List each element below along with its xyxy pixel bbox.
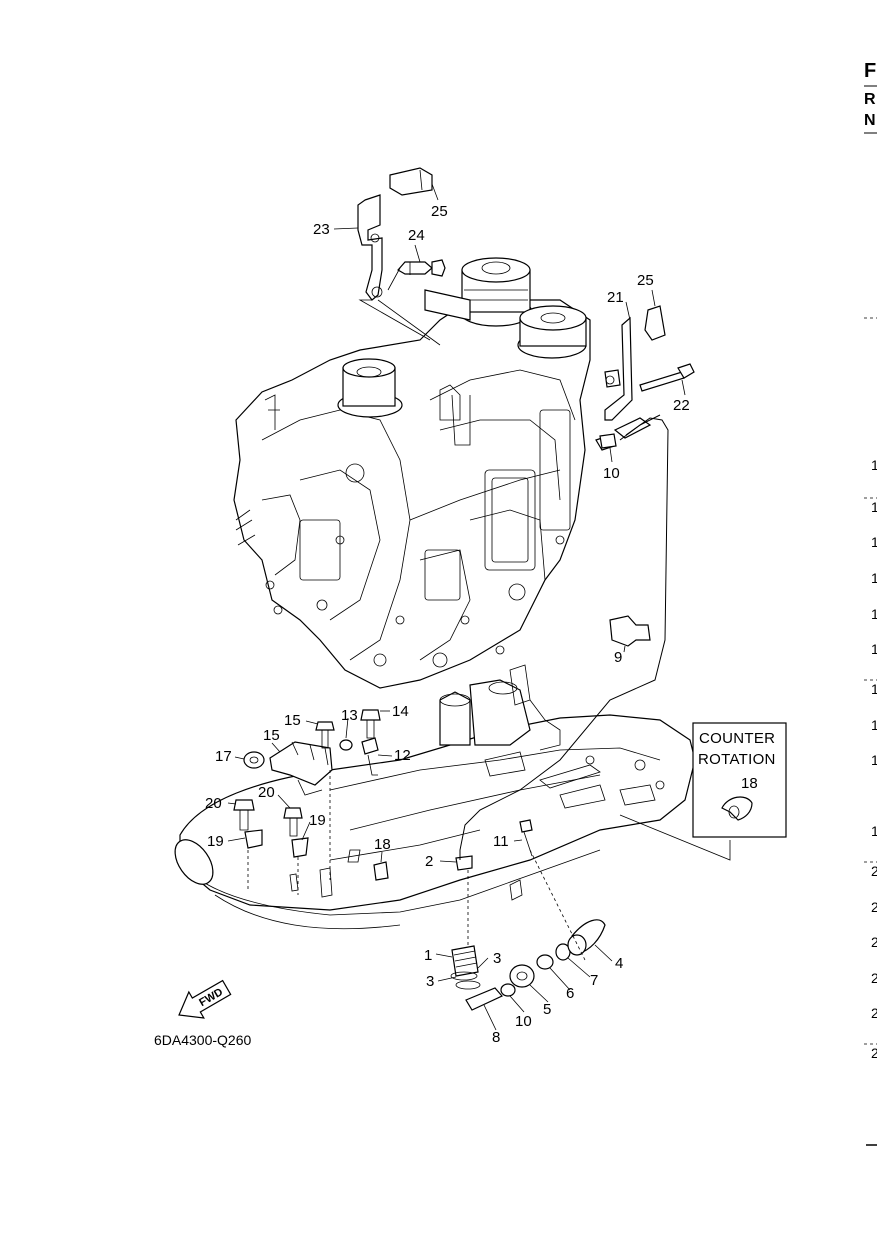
callout-10-lower: 10 (515, 1013, 532, 1030)
callout-12: 12 (394, 747, 411, 764)
callout-11: 11 (493, 833, 509, 850)
callout-19-left: 19 (207, 833, 224, 850)
callout-13: 13 (341, 707, 358, 724)
callout-9: 9 (614, 649, 622, 666)
lower-center-parts (450, 414, 669, 1011)
right-edge-cropped-text: F R N 1 1 1 1 1 1 1 1 1 1 2 2 2 2 2 2 (864, 60, 877, 1146)
callout-23: 23 (313, 221, 330, 238)
callout-6: 6 (566, 985, 574, 1002)
edge-num-2: 1 (871, 534, 877, 550)
callout-8: 8 (492, 1029, 500, 1046)
edge-sub-1: R (864, 91, 876, 108)
callout-2: 2 (425, 853, 433, 870)
edge-num-14: 2 (871, 1005, 877, 1021)
callout-7: 7 (590, 972, 598, 989)
callout-24: 24 (408, 227, 425, 244)
callout-5: 5 (543, 1001, 551, 1018)
callout-20-left: 20 (205, 795, 222, 812)
callout-18-lower: 18 (374, 836, 391, 853)
edge-num-0: 1 (871, 457, 877, 473)
counter-rotation-box: COUNTER ROTATION 18 (692, 722, 787, 838)
callout-10-upper: 10 (603, 465, 620, 482)
callout-17: 17 (215, 748, 232, 765)
callout-19-right: 19 (309, 812, 326, 829)
leader-lines (227, 183, 745, 1031)
callout-20-right: 20 (258, 784, 275, 801)
edge-num-12: 2 (871, 934, 877, 950)
edge-num-4: 1 (871, 606, 877, 622)
edge-num-11: 2 (871, 899, 877, 915)
edge-sub-2: N (864, 112, 876, 129)
callout-25-right: 25 (637, 272, 654, 289)
counter-rotation-cap-icon (721, 796, 753, 821)
callout-3-right: 3 (493, 950, 501, 967)
edge-num-9: 1 (871, 823, 877, 839)
edge-num-5: 1 (871, 641, 877, 657)
counter-rotation-callout: 18 (741, 775, 758, 792)
counter-rotation-line2: ROTATION (698, 751, 776, 768)
bracket-23-assembly (357, 167, 446, 301)
edge-header: F (864, 60, 876, 82)
engine-block (233, 257, 591, 689)
callout-21: 21 (607, 289, 624, 306)
edge-num-6: 1 (871, 681, 877, 697)
callout-16: 15 (284, 712, 301, 729)
bottom-cowling (174, 664, 696, 930)
edge-num-7: 1 (871, 717, 877, 733)
callout-4: 4 (615, 955, 623, 972)
fwd-arrow-icon: FWD (178, 979, 232, 1019)
callout-3-left: 3 (426, 973, 434, 990)
callout-15: 15 (263, 727, 280, 744)
callout-1: 1 (424, 947, 432, 964)
callout-22: 22 (673, 397, 690, 414)
bracket-21-assembly (595, 305, 695, 451)
callout-14: 14 (392, 703, 409, 720)
callout-25-top: 25 (431, 203, 448, 220)
edge-num-3: 1 (871, 570, 877, 586)
edge-num-10: 2 (871, 863, 877, 879)
edge-num-8: 1 (871, 752, 877, 768)
edge-num-1: 1 (871, 499, 877, 515)
edge-num-13: 2 (871, 970, 877, 986)
callout-labels: 25 23 24 25 21 22 10 9 15 13 14 15 17 12… (205, 203, 690, 1046)
counter-rotation-line1: COUNTER (699, 730, 775, 747)
edge-num-15: 2 (871, 1045, 877, 1061)
diagram-code: 6DA4300-Q260 (154, 1032, 252, 1048)
